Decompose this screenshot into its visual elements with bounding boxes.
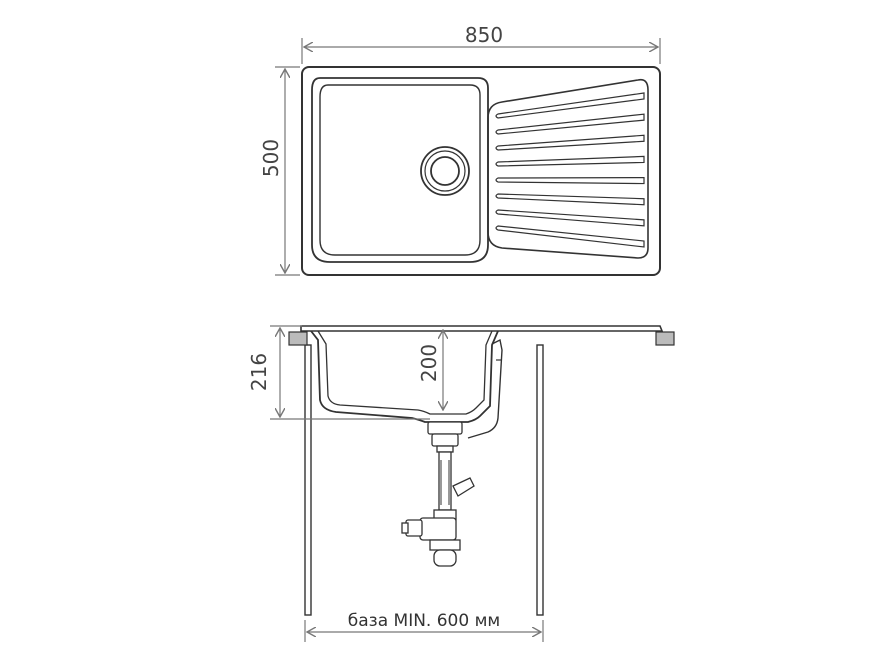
sink-outline [301,66,661,276]
overflow-pipe [467,338,503,439]
drainboard-groove [495,134,645,151]
drainboard-outline [487,78,649,259]
height-label: 216 [247,353,271,391]
bowl-depth-label: 200 [417,344,441,382]
drainboard-groove [495,225,645,248]
top-view: 850 500 [259,23,661,276]
base-dimension [304,620,544,642]
support-block-left [288,331,308,346]
depth-dimension [275,66,300,276]
height-dimension [270,325,430,420]
drainboard-groove [495,209,645,227]
drain-icon [420,146,470,196]
bowl-profile [310,330,499,423]
drainboard-grooves [495,92,645,248]
bowl-inner-outline [319,84,481,256]
base-label: база MIN. 600 мм [348,611,500,631]
support-block-right [655,331,675,346]
bowl-profile-inner [317,330,493,415]
sink-rim [300,325,664,332]
cabinet-wall-left [304,344,312,616]
drainboard-groove [495,92,645,119]
bowl-outline [311,77,489,263]
width-dimension [301,38,661,64]
width-label: 850 [465,23,503,47]
drainboard-groove [495,113,645,135]
depth-label: 500 [259,139,283,177]
drainboard-groove [495,193,645,206]
cabinet-wall-right [536,344,544,616]
drainboard-groove [495,155,645,167]
siphon-icon [401,421,475,567]
side-view: 216 200 база MIN. 600 мм [247,325,675,642]
drainboard-groove [495,176,645,185]
